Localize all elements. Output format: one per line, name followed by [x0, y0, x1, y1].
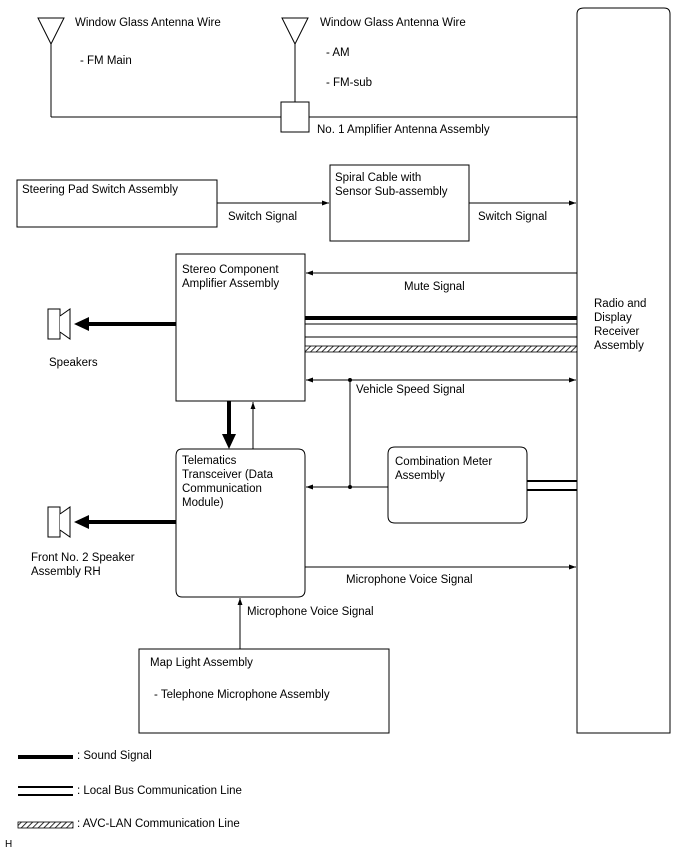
- legend-avc-lan-symbol: [17, 821, 74, 829]
- combination-meter-label: Combination Meter Assembly: [395, 456, 493, 482]
- antenna-right-title: Window Glass Antenna Wire: [320, 17, 466, 29]
- local-bus-line: [305, 323, 577, 338]
- legend-sound-label: : Sound Signal: [77, 750, 152, 762]
- speakers-label: Speakers: [49, 357, 98, 369]
- combination-meter-box: [387, 446, 528, 524]
- radio-receiver-box: [576, 7, 671, 734]
- footer-code: H: [5, 839, 13, 850]
- antenna-left-item-fm-main: - FM Main: [80, 55, 132, 67]
- speaker-top-sound-arrow: [74, 317, 176, 331]
- map-light-label: Map Light Assembly: [150, 657, 253, 669]
- telematics-label: Telematics Transceiver (Data Communicati…: [182, 455, 273, 509]
- avc-lan-line: [304, 345, 578, 353]
- spiral-cable-label: Spiral Cable with Sensor Sub-assembly: [335, 172, 448, 198]
- legend-local-bus-label: : Local Bus Communication Line: [77, 785, 242, 797]
- map-light-sub-label: - Telephone Microphone Assembly: [154, 689, 330, 701]
- vehicle-speed-label: Vehicle Speed Signal: [356, 384, 465, 396]
- antenna-right-item-fm-sub: - FM-sub: [326, 77, 372, 89]
- mute-signal-label: Mute Signal: [404, 281, 465, 293]
- antenna-left-title: Window Glass Antenna Wire: [75, 17, 221, 29]
- antenna-right-icon: [281, 17, 309, 102]
- antenna-right-item-am: - AM: [326, 47, 350, 59]
- mic-voice-label-2: Microphone Voice Signal: [247, 606, 374, 618]
- junction-dot-top: [348, 378, 352, 382]
- stereo-amp-box: [175, 253, 306, 402]
- front-speaker-label: Front No. 2 Speaker Assembly RH: [31, 552, 135, 578]
- steering-pad-label: Steering Pad Switch Assembly: [22, 184, 178, 196]
- amplifier-antenna-box: [280, 101, 310, 133]
- steering-pad-box: [16, 179, 218, 228]
- switch-signal-label-1: Switch Signal: [228, 211, 298, 223]
- speaker-top-icon: [47, 308, 71, 340]
- speaker-bottom-sound-arrow: [74, 515, 176, 529]
- legend-avc-lan-label: : AVC-LAN Communication Line: [77, 818, 240, 830]
- map-light-box: [138, 648, 390, 734]
- amplifier-antenna-label: No. 1 Amplifier Antenna Assembly: [317, 124, 490, 136]
- meter-local-bus-line: [527, 480, 577, 491]
- mic-voice-label-1: Microphone Voice Signal: [346, 574, 473, 586]
- amp-to-telematics-sound-arrow: [222, 401, 236, 449]
- switch-signal-label-2: Switch Signal: [478, 211, 548, 223]
- radio-receiver-label: Radio and Display Receiver Assembly: [594, 298, 647, 352]
- telematics-box: [175, 448, 306, 598]
- antenna-left-icon: [37, 17, 65, 117]
- legend-local-bus-symbol: [18, 786, 73, 796]
- stereo-amp-label: Stereo Component Amplifier Assembly: [182, 264, 280, 290]
- speaker-bottom-icon: [47, 506, 71, 538]
- spiral-cable-box: [329, 164, 470, 242]
